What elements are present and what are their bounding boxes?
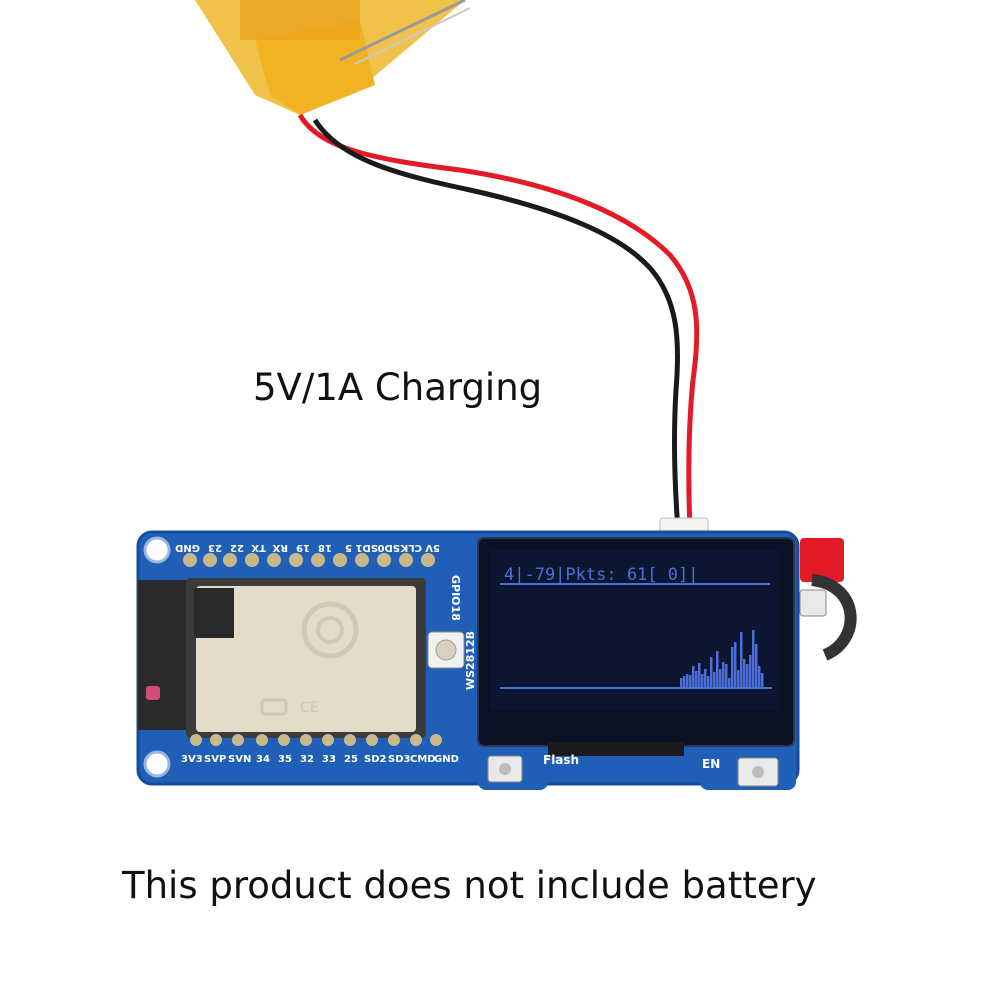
pin-label-top: CLK (399, 542, 422, 553)
gpio-label: GPIO18 (449, 575, 462, 621)
pin-label-top: 19 (296, 542, 310, 553)
battery-wires (297, 113, 700, 531)
signal-bar (686, 674, 689, 688)
pin-label-top: SD0 (377, 542, 400, 553)
top-pin-labels: GND 23 22 TX RX 19 18 5 SD1 SD0 CLK 5V (175, 542, 440, 553)
signal-bar (752, 630, 755, 688)
signal-bar (740, 632, 743, 688)
svg-text:CE: CE (300, 700, 319, 716)
en-button-label: EN (702, 757, 720, 771)
power-switch (810, 574, 857, 661)
signal-bar (758, 666, 761, 688)
battery-notice-caption: This product does not include battery (122, 864, 817, 907)
pin-label-bottom: GND (434, 754, 459, 765)
screen-header: 4|-79|Pkts: 61[ 0]| (504, 565, 698, 585)
signal-bar (692, 666, 695, 688)
signal-bar (761, 673, 764, 688)
pin-label-bottom: 35 (278, 754, 292, 765)
battery-pack (195, 0, 471, 115)
pin-label-top: 23 (208, 542, 222, 553)
pin-label-bottom: SD2 (364, 754, 387, 765)
pin-label-bottom: 32 (300, 754, 314, 765)
pin-label-top: SD1 (355, 542, 378, 553)
signal-bar (755, 644, 758, 688)
pin-label-bottom: 34 (256, 754, 270, 765)
signal-bar (701, 674, 704, 688)
flash-button (487, 755, 523, 783)
signal-bar (683, 676, 686, 688)
charging-caption: 5V/1A Charging (253, 366, 543, 409)
pin-label-bottom: SVP (204, 754, 226, 765)
pin-label-top: TX (251, 542, 266, 553)
tape-piece (800, 538, 844, 582)
signal-bar (680, 678, 683, 688)
pin-label-top: 18 (318, 542, 332, 553)
signal-bar (743, 659, 746, 688)
signal-bar (728, 678, 731, 688)
signal-bar (695, 671, 698, 688)
side-button (799, 589, 827, 617)
signal-bar (698, 663, 701, 688)
bottom-header-pads (190, 734, 442, 746)
bottom-pin-labels: 3V3 SVP SVN 34 35 32 33 25 SD2 SD3 CMD G… (181, 754, 459, 765)
signal-bar (746, 664, 749, 688)
pin-label-bottom: 3V3 (181, 754, 203, 765)
pin-label-bottom: CMD (410, 754, 436, 765)
signal-bar (737, 670, 740, 688)
signal-bar (713, 672, 716, 688)
signal-bars (680, 630, 764, 688)
oled-screen: 4|-79|Pkts: 61[ 0]| (477, 537, 795, 756)
flash-button-label: Flash (543, 753, 579, 767)
signal-bar (719, 669, 722, 688)
signal-bar (731, 647, 734, 688)
pin-label-top: 5V (425, 542, 440, 553)
pin-label-bottom: SVN (228, 754, 251, 765)
top-header-pads (183, 553, 435, 567)
pin-label-top: RX (272, 542, 288, 553)
pin-label-bottom: 33 (322, 754, 336, 765)
signal-bar (716, 651, 719, 688)
signal-bar (710, 657, 713, 688)
led-label: WS2812B (464, 631, 477, 690)
pin-label-bottom: SD3 (388, 754, 411, 765)
pin-label-top: GND (175, 542, 200, 553)
pin-label-top: 22 (230, 542, 244, 553)
signal-bar (722, 662, 725, 688)
esp32-module: CE (186, 578, 426, 738)
signal-bar (725, 664, 728, 688)
pin-label-bottom: 25 (344, 754, 358, 765)
signal-bar (749, 655, 752, 688)
en-button (737, 757, 779, 787)
pin-label-top: 5 (345, 542, 352, 553)
signal-bar (689, 675, 692, 688)
signal-bar (734, 642, 737, 688)
signal-bar (704, 669, 707, 688)
signal-bar (707, 676, 710, 688)
